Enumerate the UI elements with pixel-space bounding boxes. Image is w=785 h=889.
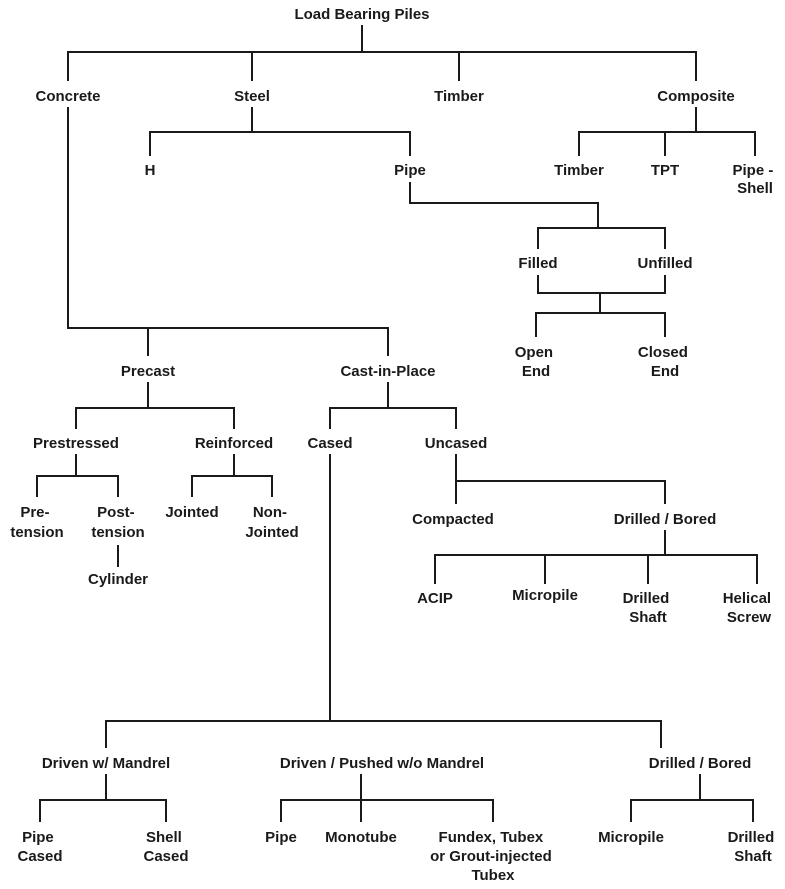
connector-lines	[36, 25, 758, 822]
node-load-bearing-piles: Load Bearing Piles	[294, 6, 429, 23]
node-closed-end-line-1: Closed	[638, 344, 688, 361]
node-cased-drilled-shaft-line-2: Shaft	[734, 848, 772, 865]
node-monotube: Monotube	[325, 829, 397, 846]
node-non-jointed-line-1: Non-	[253, 504, 287, 521]
node-acip: ACIP	[417, 590, 453, 607]
node-pre-tension-line-2: tension	[10, 524, 63, 541]
node-open-end-line-1: Open	[515, 344, 553, 361]
node-closed-end-line-2: End	[651, 363, 679, 380]
node-fundex-line-1: Fundex, Tubex	[439, 829, 544, 846]
node-non-jointed: Non- Jointed	[245, 504, 298, 541]
node-pipe-cased-line-2: Cased	[17, 848, 62, 865]
node-helical-screw-line-2: Screw	[727, 609, 772, 626]
node-helical-screw-line-1: Helical	[723, 590, 771, 607]
node-driven-pushed-wo-mandrel: Driven / Pushed w/o Mandrel	[280, 755, 484, 772]
node-pipe: Pipe	[394, 162, 426, 179]
node-cased-drilled-shaft-line-1: Drilled	[728, 829, 775, 846]
node-pipe-shell-line-1: Pipe -	[732, 162, 773, 179]
node-cased-drilled-shaft: Drilled Shaft	[728, 829, 779, 865]
node-shell-cased-line-2: Cased	[143, 848, 188, 865]
node-fundex-line-3: Tubex	[471, 867, 515, 884]
node-open-end-line-2: End	[522, 363, 550, 380]
node-steel: Steel	[234, 88, 270, 105]
node-cased: Cased	[307, 435, 352, 452]
node-precast: Precast	[121, 363, 175, 380]
node-pre-tension: Pre- tension	[10, 504, 63, 541]
node-cased-pipe: Pipe	[265, 829, 297, 846]
node-pipe-cased-line-1: Pipe	[22, 829, 54, 846]
node-open-end: Open End	[515, 344, 558, 380]
node-fundex-line-2: or Grout-injected	[430, 848, 552, 865]
node-unfilled: Unfilled	[638, 255, 693, 272]
node-concrete: Concrete	[35, 88, 100, 105]
node-micropile: Micropile	[512, 587, 578, 604]
node-drilled-shaft: Drilled Shaft	[623, 590, 674, 626]
node-filled: Filled	[518, 255, 557, 272]
node-uncased: Uncased	[425, 435, 488, 452]
node-compacted: Compacted	[412, 511, 494, 528]
node-driven-w-mandrel: Driven w/ Mandrel	[42, 755, 170, 772]
node-shell-cased: Shell Cased	[143, 829, 188, 865]
node-pipe-shell-line-2: Shell	[737, 180, 773, 197]
node-cased-micropile: Micropile	[598, 829, 664, 846]
node-post-tension-line-1: Post-	[97, 504, 135, 521]
node-helical-screw: Helical Screw	[723, 590, 776, 626]
node-pipe-cased: Pipe Cased	[17, 829, 62, 865]
node-labels: Load Bearing Piles Concrete Steel Timber…	[10, 6, 779, 884]
node-cylinder: Cylinder	[88, 571, 148, 588]
node-non-jointed-line-2: Jointed	[245, 524, 298, 541]
node-timber: Timber	[434, 88, 484, 105]
node-cast-in-place: Cast-in-Place	[340, 363, 435, 380]
node-pipe-shell: Pipe - Shell	[732, 162, 777, 197]
node-closed-end: Closed End	[638, 344, 692, 380]
node-drilled-shaft-line-1: Drilled	[623, 590, 670, 607]
node-shell-cased-line-1: Shell	[146, 829, 182, 846]
node-composite: Composite	[657, 88, 735, 105]
node-post-tension: Post- tension	[91, 504, 144, 541]
node-drilled-shaft-line-2: Shaft	[629, 609, 667, 626]
node-tpt: TPT	[651, 162, 679, 179]
node-drilled-bored: Drilled / Bored	[614, 511, 717, 528]
node-fundex-tubex: Fundex, Tubex or Grout-injected Tubex	[430, 829, 556, 884]
node-pre-tension-line-1: Pre-	[20, 504, 49, 521]
node-composite-timber: Timber	[554, 162, 604, 179]
node-h: H	[145, 162, 156, 179]
node-reinforced: Reinforced	[195, 435, 273, 452]
node-cased-drilled-bored: Drilled / Bored	[649, 755, 752, 772]
node-prestressed: Prestressed	[33, 435, 119, 452]
node-post-tension-line-2: tension	[91, 524, 144, 541]
node-jointed: Jointed	[165, 504, 218, 521]
